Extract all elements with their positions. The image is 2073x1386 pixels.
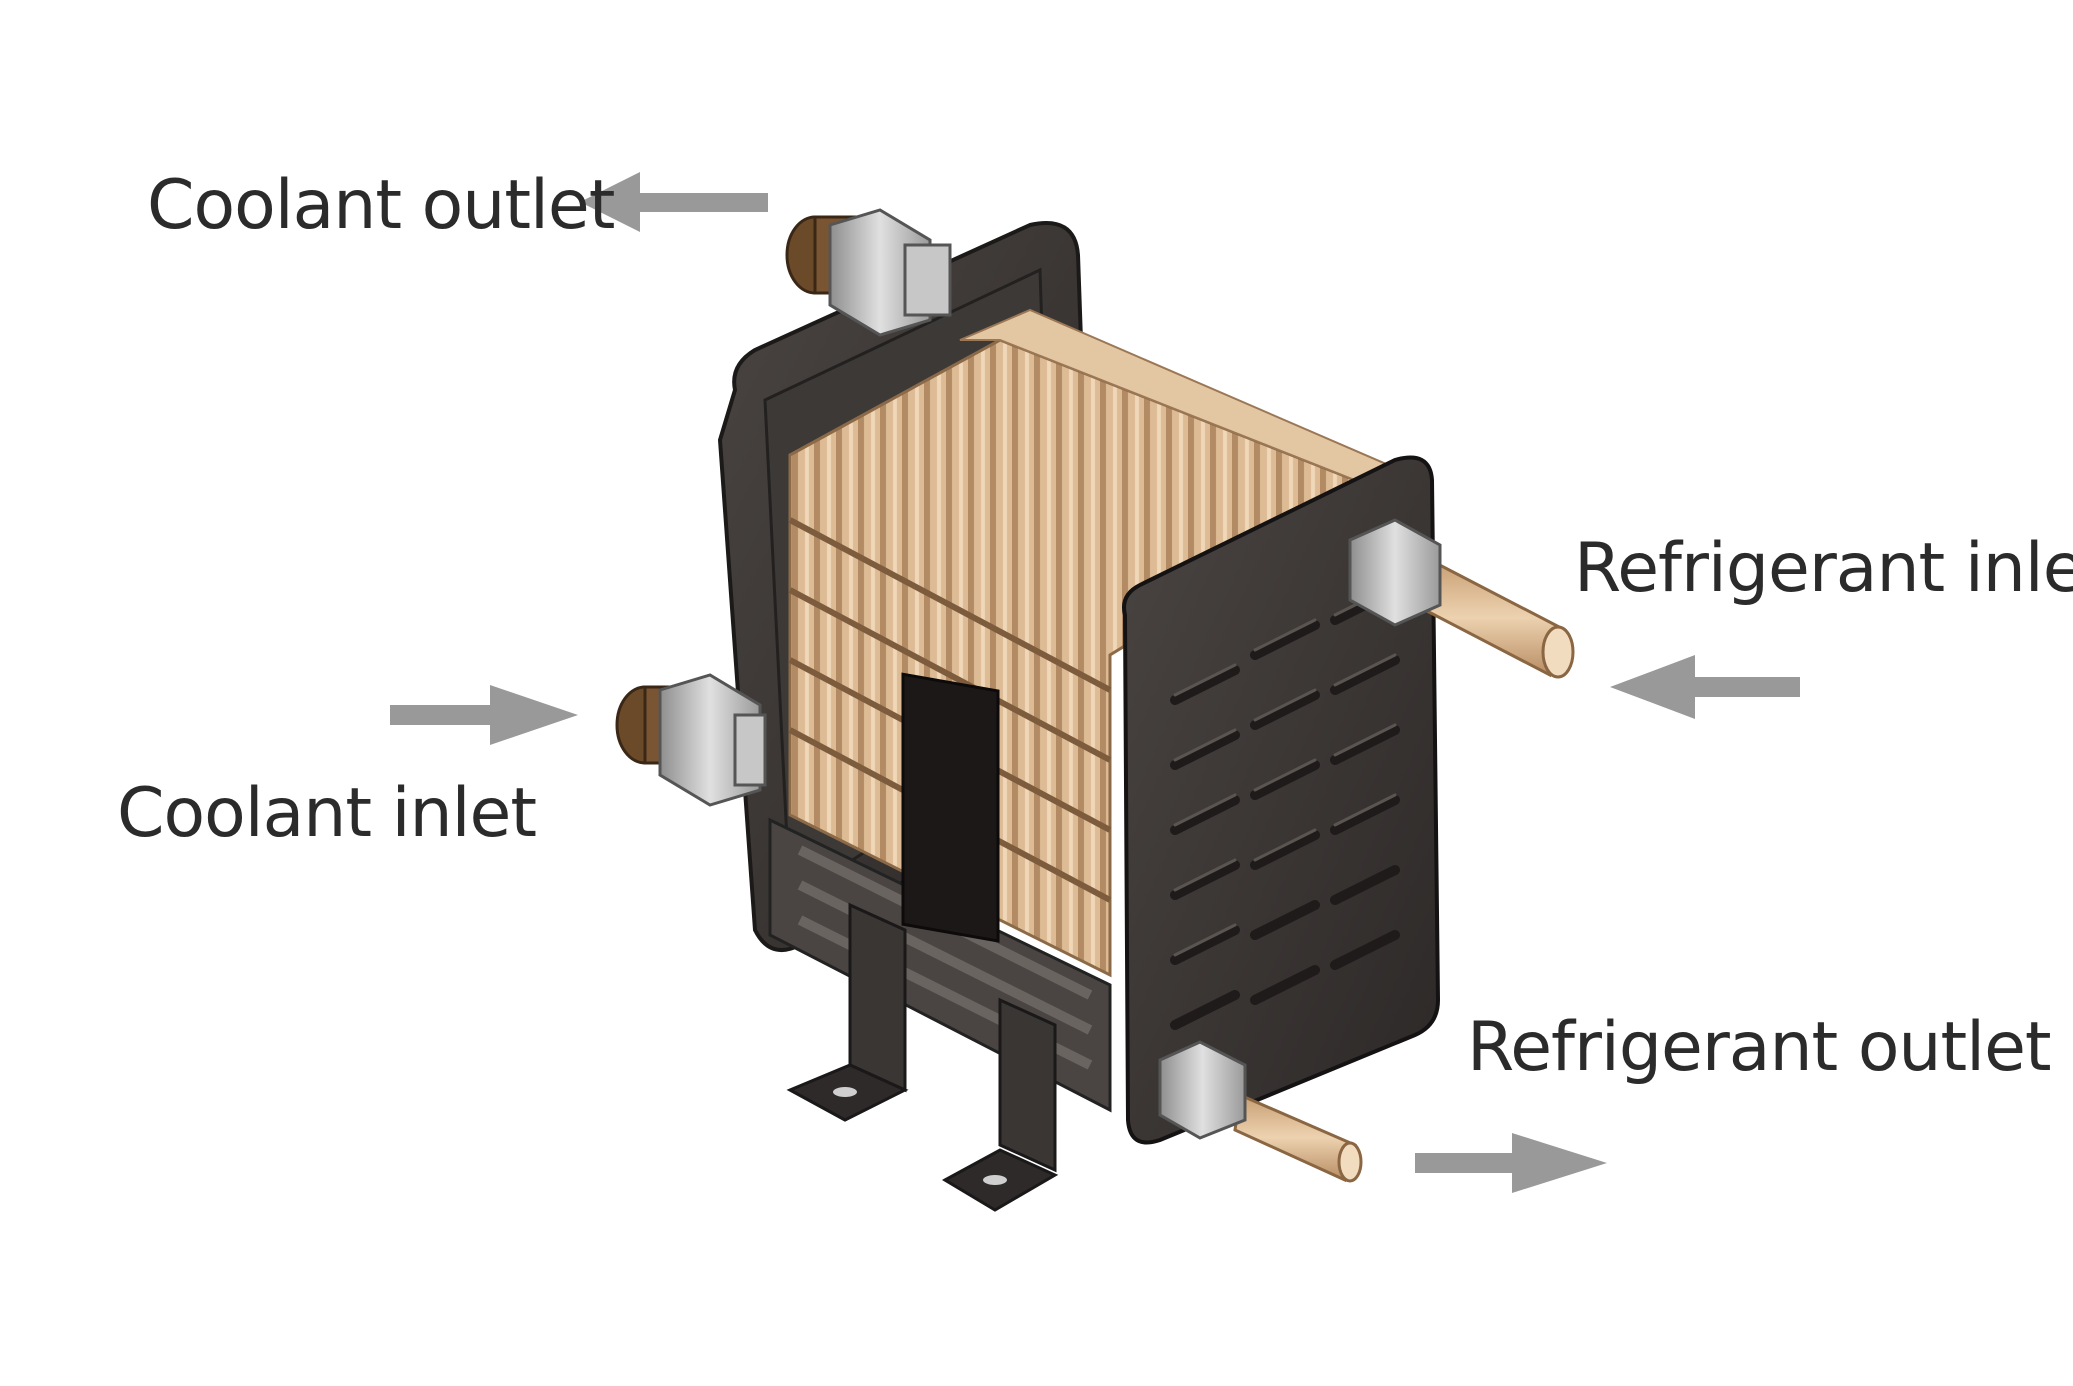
- front-end-plate: [1122, 455, 1441, 1145]
- coolant-inlet-fitting: [615, 673, 767, 807]
- refrigerant-inlet-fitting: [1348, 518, 1575, 679]
- refrigerant-outlet-arrow-icon: [1415, 1133, 1607, 1193]
- mounting-feet: [786, 902, 1059, 1212]
- refrigerant-inlet-arrow-icon: [1610, 655, 1800, 719]
- refrigerant-outlet-fitting: [1158, 1040, 1363, 1183]
- coolant-outlet-label: Coolant outlet: [147, 166, 615, 245]
- flow-arrows: [390, 172, 1800, 1193]
- refrigerant-inlet-label: Refrigerant inlet: [1574, 529, 2073, 608]
- coolant-outlet-arrow-icon: [580, 172, 768, 232]
- refrigerant-outlet-label: Refrigerant outlet: [1467, 1008, 2052, 1087]
- coolant-outlet-fitting: [785, 208, 952, 337]
- coolant-inlet-label: Coolant inlet: [117, 774, 537, 853]
- coolant-inlet-arrow-icon: [390, 685, 578, 745]
- center-bracket: [901, 672, 1000, 943]
